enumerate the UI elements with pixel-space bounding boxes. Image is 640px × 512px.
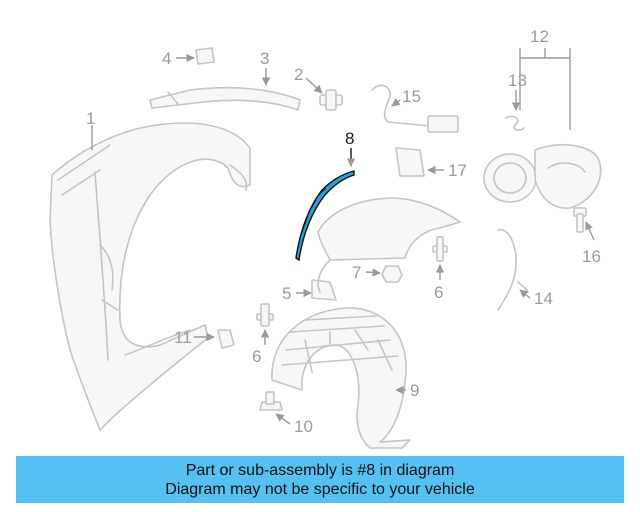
- parts-diagram: 1 2 3 4 5 6 7 8: [49, 27, 602, 449]
- callout-11: 11: [174, 328, 192, 347]
- quarter-panel-part: [49, 122, 251, 431]
- callout-2: 2: [294, 65, 303, 84]
- callout-7: 7: [352, 263, 361, 282]
- callout-15-line: [391, 98, 401, 107]
- callout-16: 16: [582, 247, 601, 266]
- spring-clip-part: [505, 115, 525, 131]
- info-banner: Part or sub-assembly is #8 in diagram Di…: [16, 456, 624, 503]
- clip-part: [195, 47, 215, 65]
- callout-6-lower: 6: [252, 347, 261, 366]
- bracket-part: [311, 279, 337, 301]
- callout-5: 5: [282, 284, 291, 303]
- callout-1: 1: [86, 109, 95, 128]
- callout-2-line: [305, 77, 323, 94]
- callout-13: 13: [508, 71, 527, 90]
- wheelhouse-liner-part: [271, 307, 411, 449]
- callout-12-bracket: [519, 48, 571, 130]
- callout-6-upper: 6: [434, 283, 443, 302]
- callout-7-line: [365, 268, 381, 277]
- upper-molding-part: [149, 86, 301, 111]
- callout-8: 8: [345, 129, 354, 148]
- fender-liner-part: [317, 197, 461, 293]
- callout-4: 4: [162, 49, 171, 68]
- bezel-part: [395, 147, 425, 177]
- callout-14-line: [519, 289, 531, 299]
- banner-line-2: Diagram may not be specific to your vehi…: [165, 481, 475, 498]
- callout-10-line: [275, 413, 291, 425]
- push-pin-part-lower: [256, 303, 274, 327]
- screw-part: [573, 207, 587, 233]
- callout-14: 14: [534, 289, 553, 308]
- banner-line-1: Part or sub-assembly is #8 in diagram: [185, 462, 455, 479]
- callout-10: 10: [294, 417, 313, 436]
- tether-cable-part: [497, 228, 529, 311]
- actuator-part: [371, 84, 459, 133]
- callout-3: 3: [260, 49, 269, 68]
- nut-part: [381, 265, 403, 283]
- callout-15: 15: [402, 87, 421, 106]
- grommet-part: [217, 329, 235, 349]
- molding-strip-part-8: [295, 170, 355, 262]
- callout-17: 17: [448, 161, 467, 180]
- callout-9: 9: [410, 381, 419, 400]
- push-pin-part-upper: [432, 236, 448, 262]
- callout-12: 12: [530, 27, 549, 46]
- bolt-part: [319, 89, 343, 111]
- stud-bolt-part: [259, 391, 283, 411]
- callout-16-line: [585, 221, 595, 241]
- fuel-door-part: [483, 143, 602, 209]
